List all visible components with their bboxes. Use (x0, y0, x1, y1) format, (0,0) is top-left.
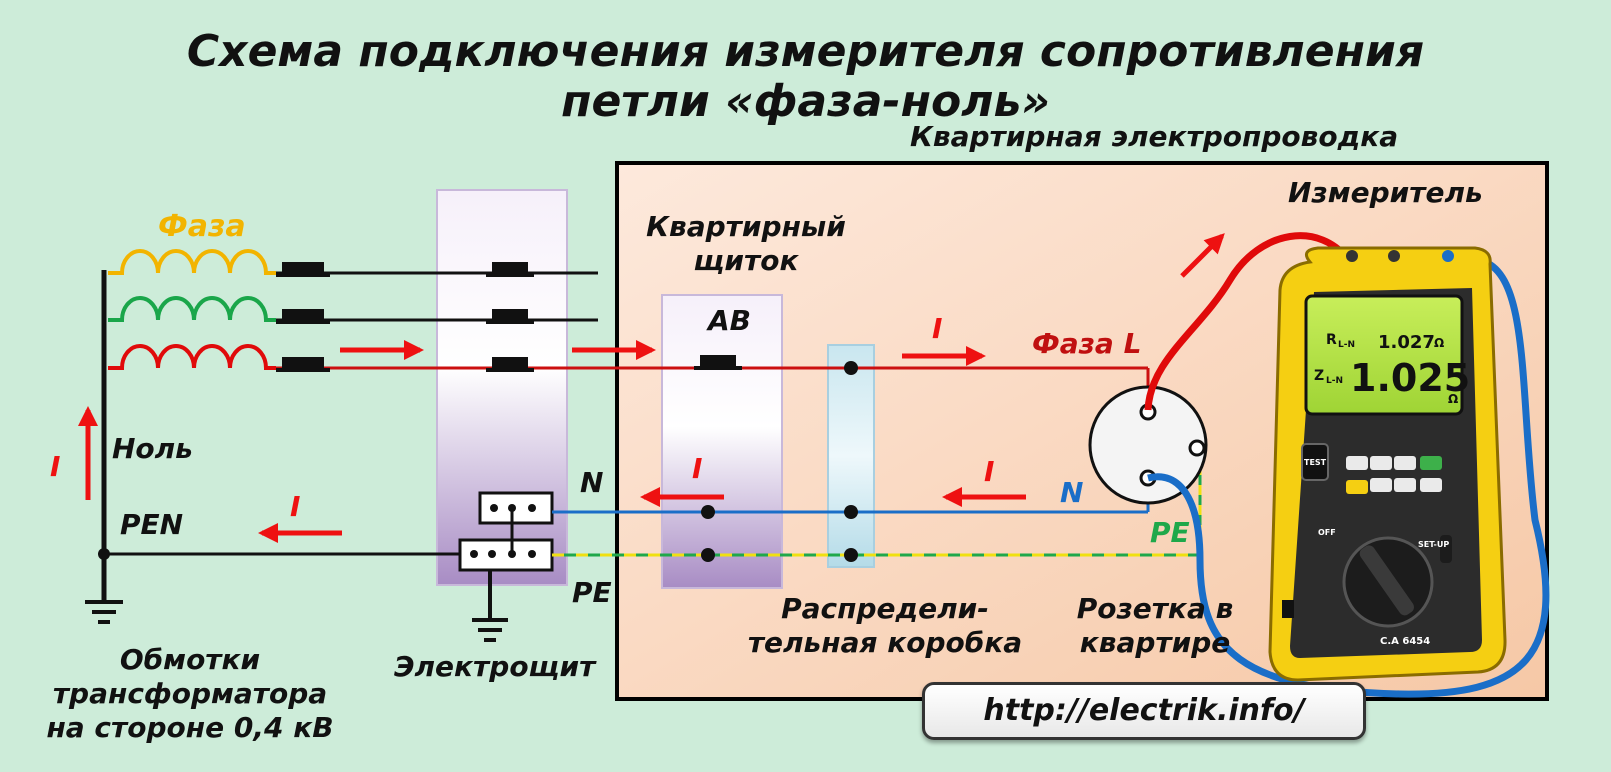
socket-label: Розетка в квартире (1060, 592, 1250, 660)
neutral-label: Ноль (112, 432, 193, 465)
meter-small-value: 1.027 (1378, 332, 1435, 353)
red-test-lead (1144, 232, 1353, 411)
meter-test-button: TEST (1304, 458, 1327, 467)
apartment-wiring-label: Квартирная электропроводка (910, 120, 1399, 153)
ground-icon (85, 600, 123, 624)
phase-l-label: Фаза L (1032, 327, 1142, 360)
socket-label-line2: квартире (1079, 626, 1231, 659)
meter-z-sub: L-N (1326, 376, 1344, 386)
meter-unit-big: Ω (1448, 392, 1459, 406)
meter-unit-small: Ω (1434, 336, 1445, 350)
ground-icon (472, 564, 508, 642)
apartment-panel-label: Квартирный щиток (626, 210, 866, 278)
diagram-title-line1: Схема подключения измерителя сопротивлен… (186, 26, 1425, 77)
socket-outlet (1088, 385, 1208, 505)
windings-label: Обмотки трансформатора на стороне 0,4 кВ (20, 643, 360, 745)
junction-box-label-line1: Распредели- (781, 592, 989, 625)
meter-off-label: OFF (1318, 528, 1336, 537)
diagram-title-line2: петли «фаза-ноль» (561, 76, 1050, 127)
apartment-panel-label-line1: Квартирный (646, 210, 846, 243)
junction-box-label: Распредели- тельная коробка (720, 592, 1050, 660)
pe-label: PE (572, 576, 612, 609)
url-badge[interactable]: http://electrik.info/ (922, 682, 1366, 740)
meter-label: Измеритель (1288, 176, 1483, 209)
fuse-contacts (276, 262, 742, 372)
meter-r-label: R (1326, 332, 1337, 348)
apartment-panel (661, 294, 783, 589)
meter-big-value: 1.025 (1350, 356, 1471, 400)
junction-dots (701, 361, 858, 562)
meter-r-sub: L-N (1338, 340, 1356, 350)
meter-model-label: C.A 6454 (1380, 636, 1431, 647)
url-text[interactable]: http://electrik.info/ (983, 693, 1305, 728)
meter-z-label: Z (1314, 368, 1325, 384)
transformer-windings (108, 249, 276, 370)
pen-label: PEN (120, 508, 184, 541)
switchboard-label: Электрощит (394, 650, 596, 683)
apartment-panel-label-line2: щиток (693, 244, 799, 277)
junction-box-label-line2: тельная коробка (747, 626, 1023, 659)
meter-setup-label: SET-UP (1418, 540, 1450, 549)
n-label: N (580, 466, 604, 499)
junction-box (827, 344, 875, 568)
current-label: I (290, 490, 301, 523)
loop-tester-device (1268, 246, 1507, 682)
current-label: I (692, 452, 703, 485)
breaker-label: АВ (708, 304, 752, 337)
phase-label: Фаза (158, 209, 246, 244)
windings-label-line2: трансформатора (52, 677, 328, 710)
socket-n-label: N (1060, 476, 1084, 509)
blue-test-lead (1147, 256, 1550, 698)
current-label: I (984, 455, 995, 488)
windings-label-line3: на стороне 0,4 кВ (46, 711, 334, 744)
socket-label-line1: Розетка в (1076, 592, 1234, 625)
current-label: I (50, 450, 61, 483)
current-label: I (932, 312, 943, 345)
switchboard-panel (436, 189, 568, 586)
windings-label-line1: Обмотки (119, 643, 261, 676)
socket-pe-label: PE (1150, 516, 1190, 549)
